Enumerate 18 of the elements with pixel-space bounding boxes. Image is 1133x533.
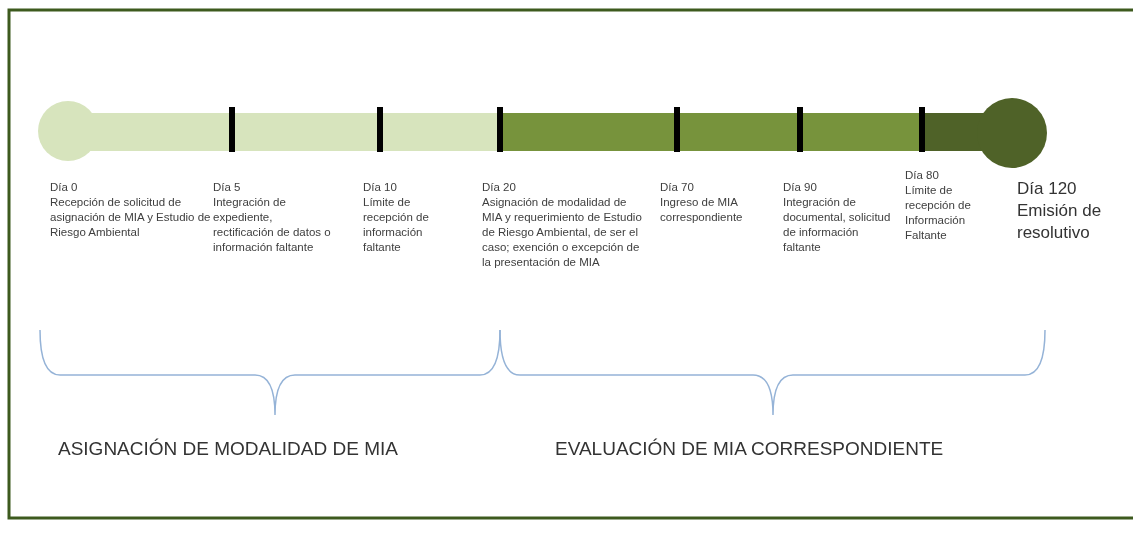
day-label: Día 80 xyxy=(905,168,940,183)
milestone-description: Ingreso de MIA correspondiente xyxy=(660,195,744,225)
day-label: Día 120 xyxy=(1017,178,1078,200)
day-label: Día 0 xyxy=(50,180,79,195)
milestone-description: Emisión de resolutivo xyxy=(1017,200,1103,244)
phase-label: EVALUACIÓN DE MIA CORRESPONDIENTE xyxy=(555,438,944,460)
milestone-description: Límite de recepción de Información Faltante xyxy=(905,183,972,243)
day-label: Día 10 xyxy=(363,180,398,195)
day-label: Día 90 xyxy=(783,180,818,195)
milestone-description: Asignación de modalidad de MIA y requerimiento de Estudio de Riesgo Ambiental, de ser el caso; exención o excepción de la presentación de MIA xyxy=(482,195,643,270)
day-label: Día 20 xyxy=(482,180,517,195)
milestone-description: Integración de expediente, rectificación de datos o información faltante xyxy=(213,195,332,255)
milestone-description: Límite de recepción de información faltante xyxy=(363,195,430,255)
phase-label: ASIGNACIÓN DE MODALIDAD DE MIA xyxy=(58,438,398,460)
milestone-description: Recepción de solicitud de asignación de MIA y Estudio de Riesgo Ambiental xyxy=(50,195,212,240)
day-label: Día 5 xyxy=(213,180,242,195)
day-label: Día 70 xyxy=(660,180,695,195)
milestone-description: Integración de documental, solicitud de información faltante xyxy=(783,195,892,255)
